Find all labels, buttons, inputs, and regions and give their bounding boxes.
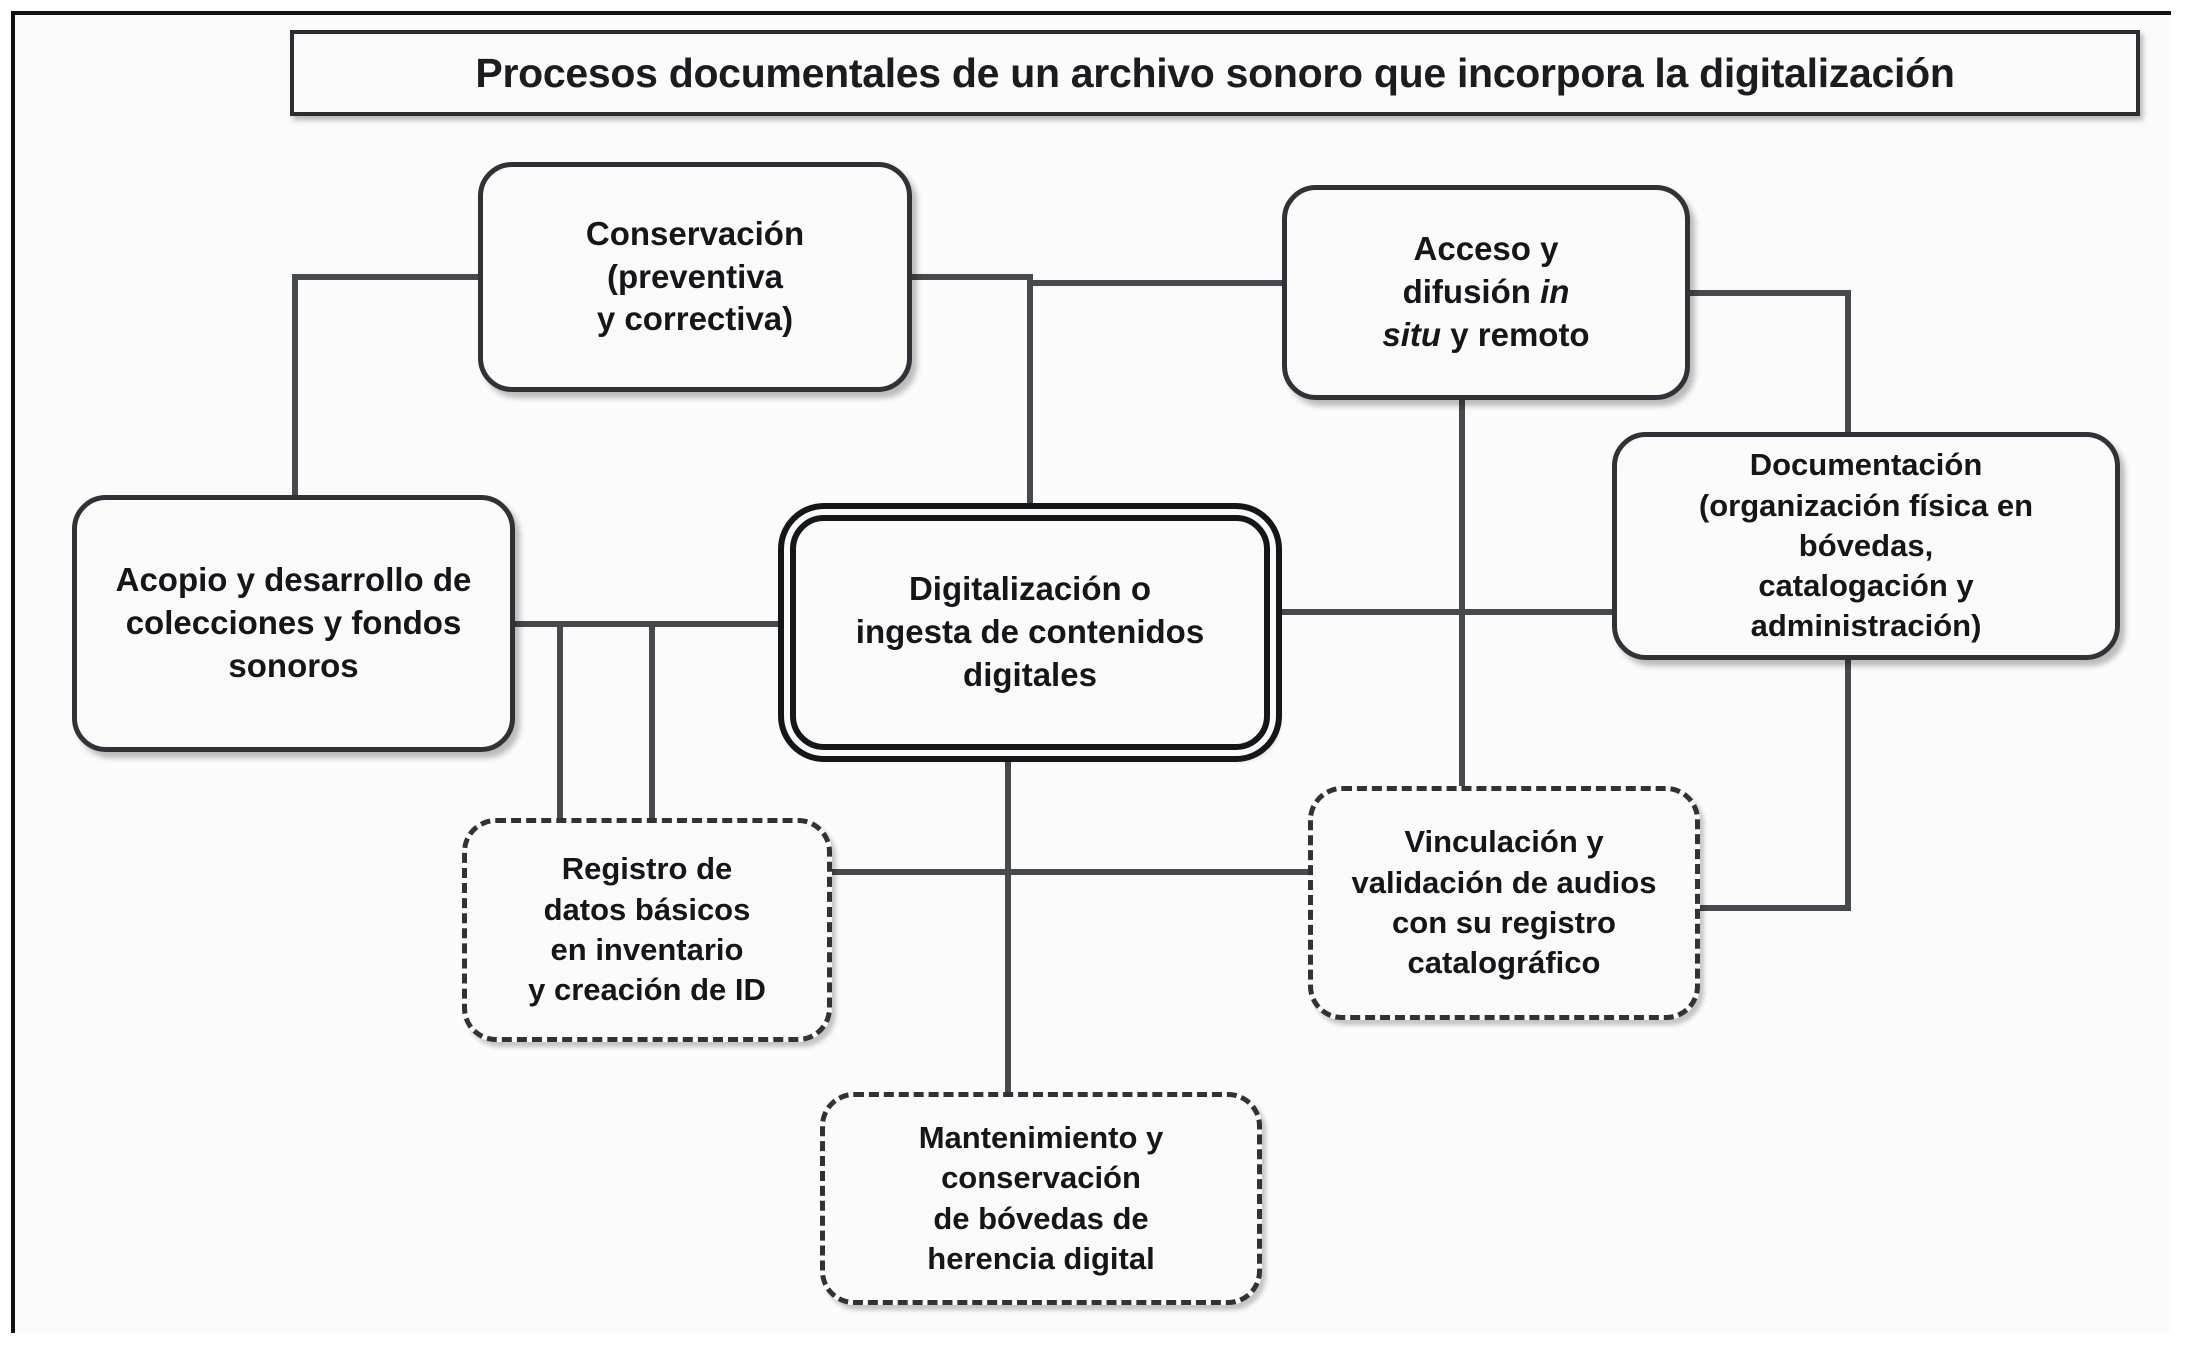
- node-mantenimiento-label: Mantenimiento y conservación de bóvedas …: [918, 1119, 1164, 1276]
- acceso-line3a: situ: [1382, 315, 1442, 353]
- node-conservacion[interactable]: Conservación (preventiva y correctiva): [478, 162, 912, 392]
- diagram-title-box: Procesos documentales de un archivo sono…: [290, 30, 2140, 116]
- node-acceso-difusion-label: Acceso y difusión in situ y remoto: [1382, 228, 1589, 357]
- page-title: Procesos documentales de un archivo sono…: [475, 49, 1955, 96]
- node-documentacion[interactable]: Documentación (organización física en bó…: [1612, 432, 2120, 660]
- node-acopio[interactable]: Acopio y desarrollo de colecciones y fon…: [72, 495, 515, 752]
- node-registro-datos-label: Registro de datos básicos en inventario …: [528, 851, 766, 1008]
- node-acopio-label: Acopio y desarrollo de colecciones y fon…: [115, 561, 472, 684]
- node-vinculacion-validacion-label: Vinculación y validación de audios con s…: [1351, 824, 1657, 981]
- acceso-line3b: y remoto: [1441, 315, 1590, 353]
- node-mantenimiento[interactable]: Mantenimiento y conservación de bóvedas …: [820, 1092, 1262, 1305]
- node-digitalizacion-label: Digitalización o ingesta de contenidos d…: [855, 570, 1205, 693]
- acceso-line1: Acceso y: [1413, 230, 1559, 268]
- node-registro-datos[interactable]: Registro de datos básicos en inventario …: [462, 818, 832, 1042]
- acceso-line2b: in: [1540, 273, 1570, 311]
- node-documentacion-label: Documentación (organización física en bó…: [1698, 447, 2034, 644]
- node-digitalizacion[interactable]: Digitalización o ingesta de contenidos d…: [790, 515, 1270, 750]
- node-vinculacion-validacion[interactable]: Vinculación y validación de audios con s…: [1308, 786, 1700, 1020]
- node-conservacion-label: Conservación (preventiva y correctiva): [585, 214, 805, 338]
- acceso-line2a: difusión: [1402, 273, 1541, 311]
- node-acceso-difusion[interactable]: Acceso y difusión in situ y remoto: [1282, 185, 1690, 400]
